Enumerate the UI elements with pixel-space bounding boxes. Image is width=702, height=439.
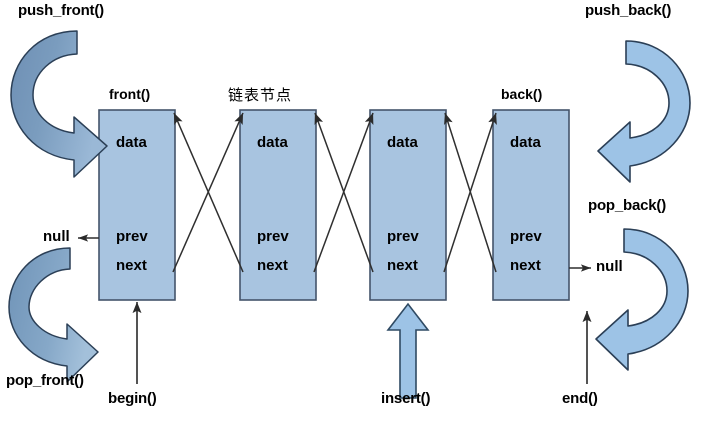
front-caption: front() (109, 86, 151, 102)
iterator-arrows-group (132, 301, 592, 384)
pop-front-label: pop_front() (6, 372, 84, 389)
node-4-next: next (510, 257, 541, 274)
node-2-data: data (257, 134, 288, 151)
node-2-next: next (257, 257, 288, 274)
pop-front-curved-arrow[interactable] (8, 247, 99, 383)
insert-block-arrow (386, 302, 430, 399)
pop-back-label: pop_back() (588, 197, 667, 214)
node-3-prev: prev (387, 228, 419, 245)
link-arrows-group (172, 112, 497, 273)
left-null-label: null (43, 228, 70, 245)
node-box-4[interactable] (492, 109, 570, 301)
push-back-curved-arrow[interactable] (597, 40, 691, 183)
node-box-1[interactable] (98, 109, 176, 301)
node-1-next: next (116, 257, 147, 274)
node-4-prev: prev (510, 228, 542, 245)
prev-link-3-to-2 (314, 112, 374, 273)
node-box-3[interactable] (369, 109, 447, 301)
right-null-label: null (596, 258, 623, 275)
node-box-2[interactable] (239, 109, 317, 301)
node-2-prev: prev (257, 228, 289, 245)
node-4-data: data (510, 134, 541, 151)
node-1-data: data (116, 134, 147, 151)
push-front-label: push_front() (18, 2, 104, 19)
node-1-prev: prev (116, 228, 148, 245)
back-caption: back() (501, 86, 543, 102)
node-3-data: data (387, 134, 418, 151)
prev-link-4-to-3 (444, 112, 497, 273)
node-box-group (98, 109, 570, 301)
pop-back-curved-arrow[interactable] (595, 228, 689, 371)
null-arrows-group (77, 234, 592, 272)
push-back-label: push_back() (585, 2, 672, 19)
end-label: end() (562, 390, 598, 407)
node-3-next: next (387, 257, 418, 274)
insert-label: insert() (381, 390, 431, 407)
begin-label: begin() (108, 390, 157, 407)
push-front-curved-arrow[interactable] (10, 30, 108, 178)
prev-link-2-to-1 (173, 112, 244, 273)
node-cn-caption: 链表节点 (228, 86, 293, 104)
